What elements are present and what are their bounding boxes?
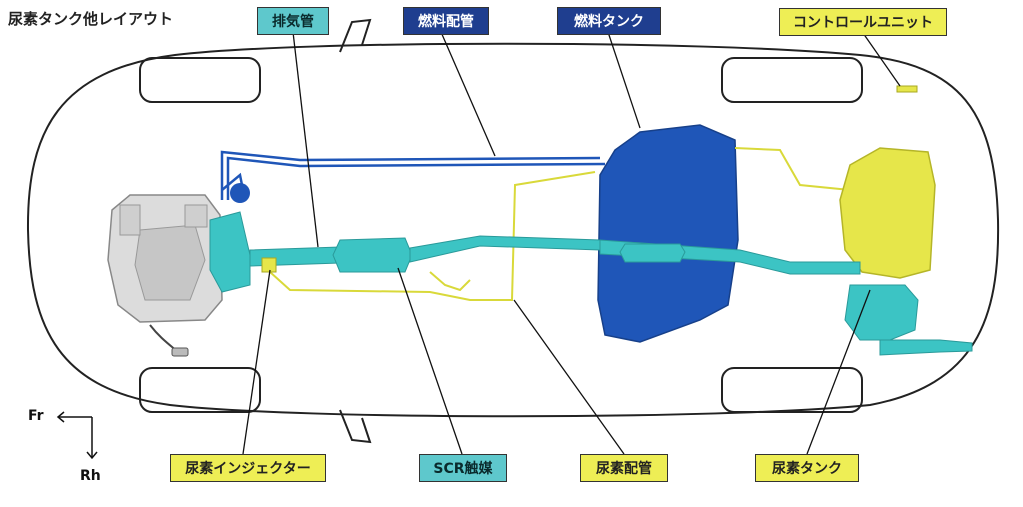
label-urea-pipe: 尿素配管 (580, 454, 668, 482)
direction-arrows (56, 411, 98, 460)
leader-lines (242, 31, 901, 455)
wheel-rear-left (721, 57, 863, 103)
exhaust-system (209, 211, 973, 356)
label-fuel-pipe: 燃料配管 (403, 7, 489, 35)
urea-piping (269, 147, 851, 301)
label-fuel-tank: 燃料タンク (557, 7, 661, 35)
control-unit-part (896, 85, 918, 93)
axis-right-label: Rh (80, 468, 101, 484)
label-control-unit: コントロールユニット (779, 8, 947, 36)
wheel-front-left (139, 57, 261, 103)
fuel-filter (230, 183, 250, 203)
wheel-rear-right (721, 367, 863, 413)
label-urea-tank: 尿素タンク (755, 454, 859, 482)
urea-injector-part (261, 257, 277, 273)
engine (107, 194, 223, 357)
label-exhaust-pipe: 排気管 (257, 7, 329, 35)
label-urea-injector: 尿素インジェクター (170, 454, 326, 482)
right-mirror (339, 409, 372, 444)
fuel-tank-shape (597, 124, 739, 343)
page-title: 尿素タンク他レイアウト (8, 10, 174, 28)
wheel-front-right (139, 367, 261, 413)
car-body-outline (26, 42, 1000, 418)
label-scr-catalyst: SCR触媒 (419, 454, 507, 482)
left-mirror (339, 18, 372, 53)
urea-tank-shape (839, 147, 936, 279)
axis-front-label: Fr (28, 408, 44, 424)
fuel-piping (220, 150, 606, 200)
